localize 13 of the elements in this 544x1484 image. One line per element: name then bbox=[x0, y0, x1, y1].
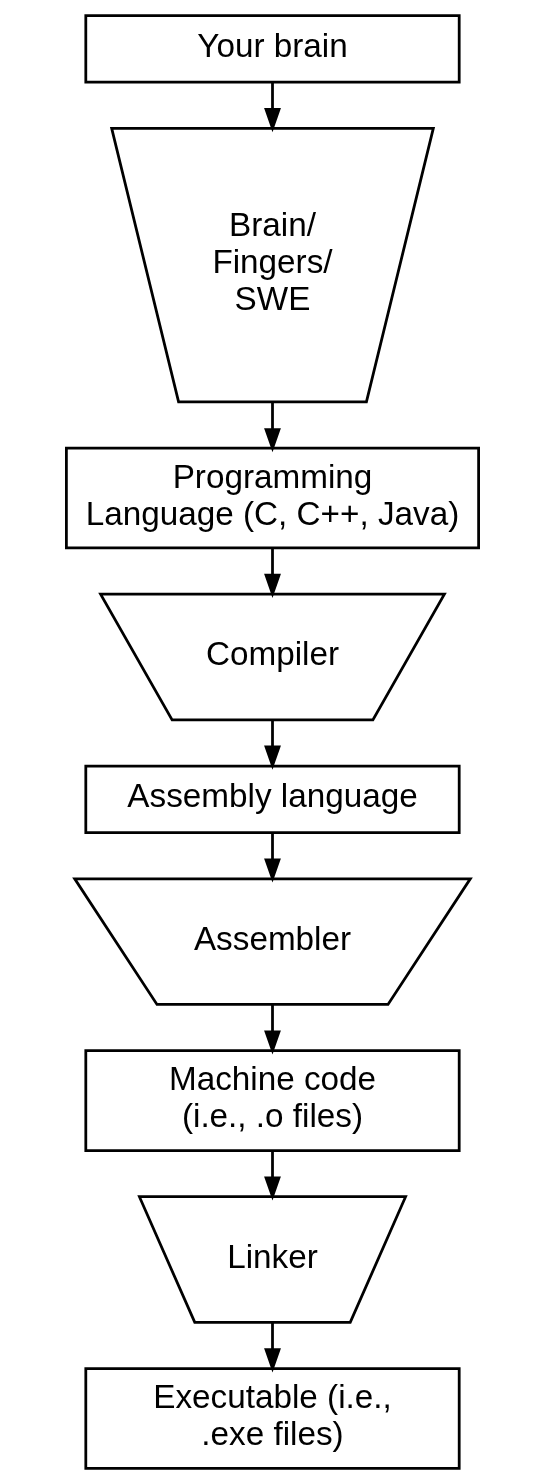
arrow bbox=[263, 82, 281, 133]
node-box: Assembly language bbox=[83, 764, 461, 834]
node-box: Your brain bbox=[83, 14, 461, 84]
node-box: Machine code (i.e., .o files) bbox=[83, 1049, 461, 1152]
node-box: Executable (i.e., .exe files) bbox=[83, 1367, 461, 1470]
arrow bbox=[263, 1322, 281, 1373]
node-box: Programming Language (C, C++, Java) bbox=[64, 446, 480, 550]
arrow bbox=[263, 832, 281, 883]
arrow bbox=[263, 402, 281, 453]
arrow bbox=[263, 548, 281, 598]
arrow bbox=[263, 1004, 281, 1055]
arrow bbox=[263, 1150, 281, 1201]
arrow bbox=[263, 720, 281, 770]
